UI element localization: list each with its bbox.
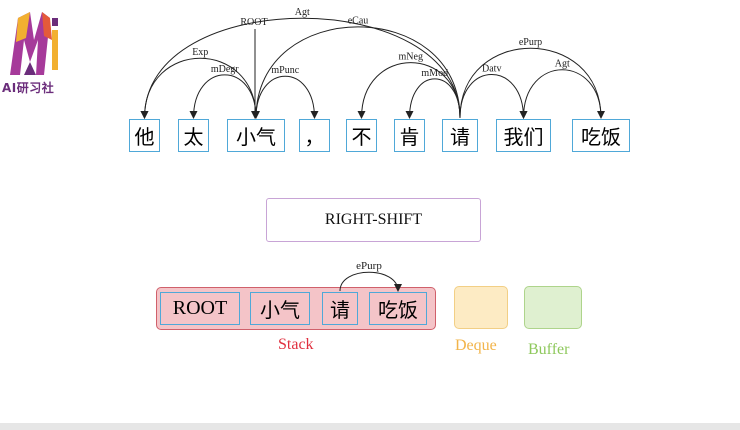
buffer-label: Buffer [528,341,570,358]
arc-label-9: Agt [295,7,310,18]
arc-label-8: eCau [348,16,369,27]
logo-text: AI研习社 [2,81,55,95]
arc-ecau-8 [252,26,461,119]
logo-mark-icon [10,12,58,75]
stack-arc-label: ePurp [356,260,382,272]
bottom-bar [0,423,740,430]
stack-item-1: 小气 [250,292,310,325]
arc-label-0: mDegr [211,64,239,75]
token-3: ， [299,119,330,152]
ai-yanxishe-logo: AI研习社 [0,0,70,100]
arc-label-4: mMod [421,68,448,79]
arc-epurp-7 [459,47,605,119]
stack-item-2: 请 [322,292,358,325]
stack-item-0: ROOT [160,292,240,325]
arc-agt-6 [519,69,602,119]
arc-label-7: ePurp [519,37,542,48]
buffer-container [524,286,582,329]
deque-label: Deque [455,337,497,354]
token-1: 太 [178,119,209,152]
arc-mdegr-0 [189,74,257,119]
token-5: 肯 [394,119,425,152]
arc-label-2: Exp [192,47,208,58]
deque-container [454,286,508,329]
token-8: 吃饭 [572,119,630,152]
token-4: 不 [346,119,377,152]
arc-label-3: mNeg [399,52,423,63]
arc-label-6: Agt [555,59,570,70]
arc-exp-2 [140,57,257,119]
arc-label-5: Datv [482,63,501,74]
stack-item-3: 吃饭 [369,292,427,325]
transition-action: RIGHT-SHIFT [266,198,481,242]
token-7: 我们 [496,119,551,152]
token-0: 他 [129,119,160,152]
arc-mpunc-1 [255,75,319,119]
arc-datv-5 [459,74,528,119]
token-2: 小气 [227,119,285,152]
arc-label-1: mPunc [271,65,299,76]
stack-label: Stack [278,336,314,353]
token-6: 请 [442,119,478,152]
arc-agt-9 [140,17,461,119]
